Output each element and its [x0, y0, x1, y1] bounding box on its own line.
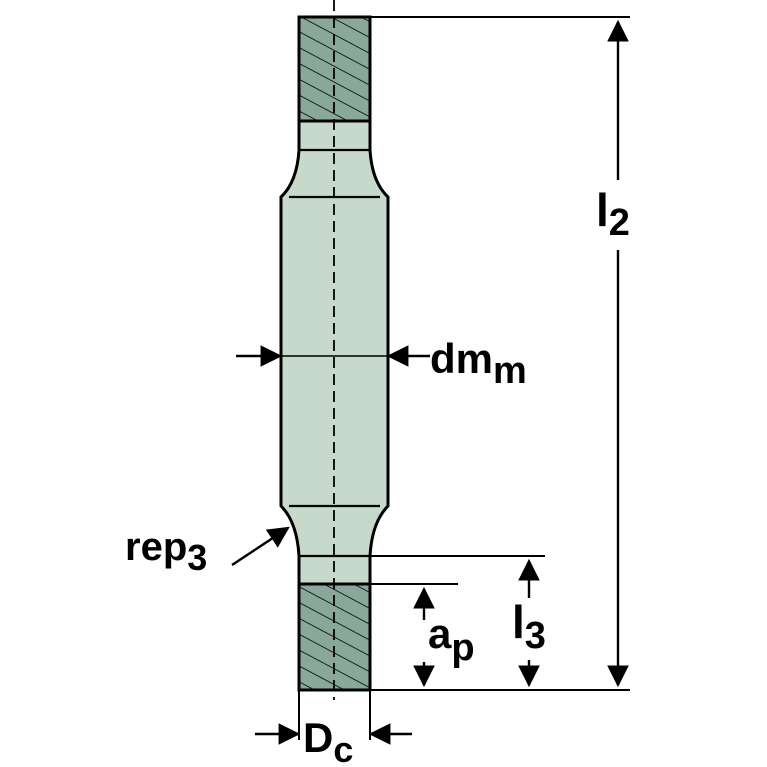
svg-text:ap: ap [428, 610, 475, 669]
body-transition-lines [289, 148, 380, 558]
l2-dimension: l2 [592, 19, 652, 688]
dc-label-main: D [303, 714, 333, 761]
dmm-label-main: dm [430, 335, 493, 382]
ap-label-sub: p [451, 627, 474, 669]
ap-dimension [413, 586, 435, 688]
l3-label-main: l [512, 596, 525, 648]
l3-dimension [508, 558, 556, 688]
l3-label-sub: 3 [525, 615, 546, 657]
rep3-label-sub: 3 [187, 537, 207, 578]
svg-text:Dc: Dc [303, 714, 353, 767]
svg-text:dmm: dmm [430, 335, 527, 392]
l2-label-sub: 2 [609, 202, 630, 244]
rep3-leader [231, 526, 290, 567]
dmm-label-sub: m [493, 350, 527, 392]
ap-label-main: a [428, 610, 452, 657]
svg-text:l3: l3 [512, 596, 546, 657]
extension-lines [298, 16, 630, 740]
svg-text:rep3: rep3 [125, 525, 207, 578]
rep3-label-main: rep [125, 525, 187, 569]
l2-label-main: l [596, 184, 609, 236]
dc-label-sub: c [333, 729, 353, 767]
svg-text:l2: l2 [596, 184, 630, 244]
